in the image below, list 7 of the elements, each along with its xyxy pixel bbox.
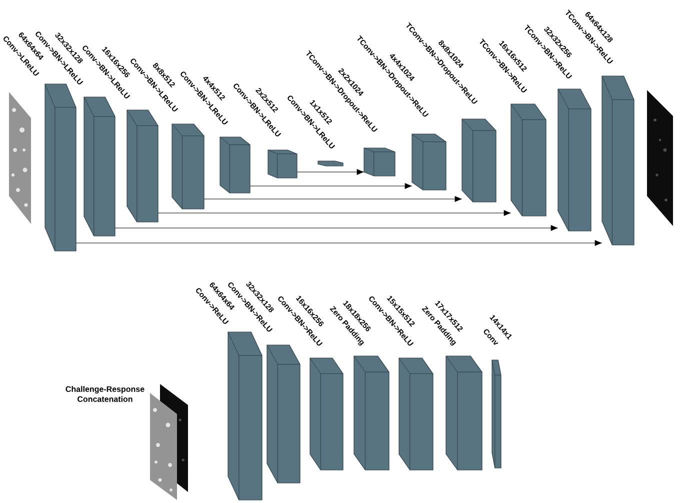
arrow bbox=[158, 210, 512, 216]
arrow bbox=[204, 196, 462, 202]
arrow bbox=[296, 169, 364, 175]
arrow bbox=[114, 225, 558, 231]
arrow bbox=[76, 240, 602, 246]
arrow bbox=[250, 183, 412, 189]
caption-text: Challenge-Response Concatenation bbox=[66, 386, 144, 402]
